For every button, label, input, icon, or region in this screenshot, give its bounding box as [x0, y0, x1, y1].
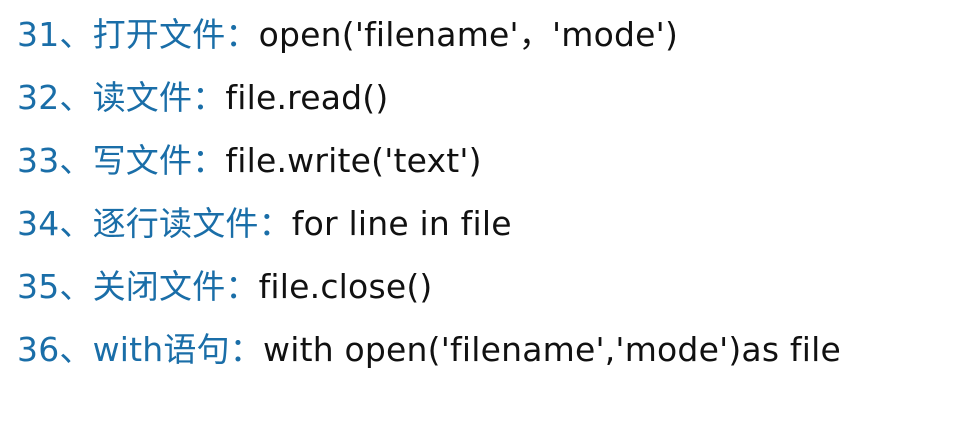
list-item: 35、关闭文件：file.close()	[17, 262, 936, 325]
item-label: 35、关闭文件：	[17, 267, 259, 306]
item-label: 34、逐行读文件：	[17, 204, 292, 243]
list-item: 31、打开文件：open('filename'，'mode')	[17, 10, 936, 73]
item-label: 36、with语句：	[17, 330, 264, 369]
list-item: 34、逐行读文件：for line in file	[17, 199, 936, 262]
list-item: 33、写文件：file.write('text')	[17, 136, 936, 199]
item-code: file.read()	[225, 78, 389, 117]
item-code: file.write('text')	[225, 141, 482, 180]
item-label: 32、读文件：	[17, 78, 226, 117]
item-code: with open('filename','mode')as file	[263, 330, 841, 369]
item-code: file.close()	[258, 267, 433, 306]
item-label: 33、写文件：	[17, 141, 226, 180]
item-label: 31、打开文件：	[17, 15, 259, 54]
item-code: open('filename'，'mode')	[258, 15, 679, 54]
file-operations-list: 31、打开文件：open('filename'，'mode') 32、读文件：f…	[17, 10, 936, 370]
list-item: 32、读文件：file.read()	[17, 73, 936, 136]
item-code: for line in file	[291, 204, 512, 243]
list-item: 36、with语句：with open('filename','mode')as…	[17, 325, 936, 370]
